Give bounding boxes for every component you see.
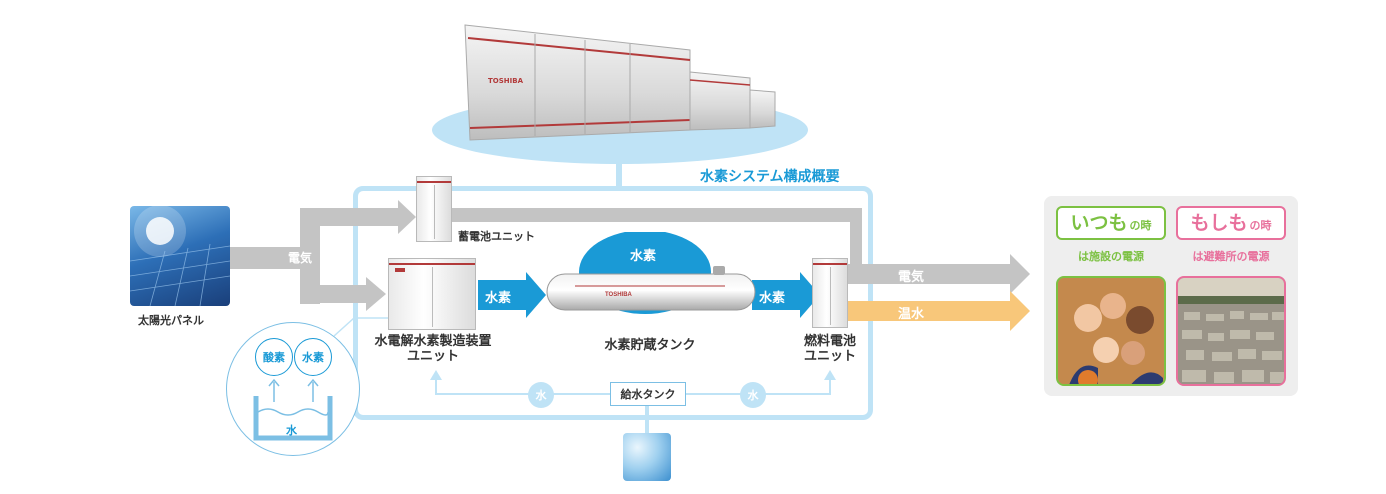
side-cabinet-2 [749, 89, 776, 129]
electrolyzer-unit [388, 258, 476, 330]
hydrogen-tank: TOSHIBA [546, 232, 756, 314]
brand-logo: TOSHIBA [488, 77, 523, 85]
label-water-tank: 給水タンク [620, 388, 676, 401]
emergency-head-main: もしも [1190, 212, 1248, 234]
label-hydrogen-1: 水素 [485, 291, 512, 306]
children-photo [1056, 276, 1166, 386]
water-tank-box: 給水タンク [610, 382, 686, 406]
label-hydrogen-bubble: 水素 [630, 249, 657, 264]
water-badge-right: 水 [740, 382, 766, 408]
normal-head: いつも の時 [1056, 206, 1166, 240]
battery-unit [416, 176, 452, 242]
arrow-hot-water-out [846, 301, 1012, 321]
inset-oxygen: 酸素 [255, 338, 293, 376]
shelter-photo [1176, 276, 1286, 386]
label-electricity-out: 電気 [898, 270, 925, 285]
normal-sub: は施設の電源 [1078, 250, 1144, 263]
inset-water: 水 [286, 424, 297, 437]
label-electricity-in: 電気 [288, 251, 313, 265]
electrolysis-inset [226, 322, 360, 456]
arrow-electricity-out [846, 264, 1012, 284]
arrow-to-battery [398, 200, 416, 234]
arrow-hydrogen-1 [478, 280, 528, 310]
arrow-splitter [300, 208, 320, 304]
emergency-head-small: の時 [1249, 219, 1272, 232]
inset-beaker [253, 378, 333, 441]
water-badge-left: 水 [528, 382, 554, 408]
arrow-solar-electricity [230, 247, 310, 269]
label-tank: 水素貯蔵タンク [604, 338, 696, 353]
label-hydrogen-2: 水素 [759, 291, 786, 306]
normal-head-main: いつも [1070, 212, 1128, 234]
water-image [623, 433, 671, 481]
connector-line [616, 160, 622, 188]
arrow-battery-line [450, 208, 862, 222]
fuel-cell-unit [812, 258, 848, 328]
label-electrolyzer: 水電解水素製造装置 ユニット [374, 334, 492, 364]
water-line-left [435, 378, 610, 395]
svg-text:TOSHIBA: TOSHIBA [605, 292, 633, 298]
solar-panel-image [130, 206, 230, 306]
emergency-sub: は避難所の電源 [1192, 250, 1270, 263]
inset-hydrogen: 水素 [294, 338, 332, 376]
label-fuel-cell: 燃料電池 ユニット [803, 334, 856, 364]
arrow-hydrogen-2 [752, 280, 802, 310]
arrow-to-electrolyzer [366, 277, 386, 311]
emergency-head: もしも の時 [1176, 206, 1286, 240]
diagram-title: 水素システム構成概要 [700, 169, 840, 185]
normal-head-small: の時 [1129, 219, 1152, 232]
label-solar-panel: 太陽光パネル [138, 314, 204, 327]
label-hot-water-out: 温水 [898, 307, 925, 322]
product-illustration: TOSHIBA [420, 10, 820, 170]
water-line-right [686, 378, 831, 395]
label-battery-unit: 蓄電池ユニット [458, 230, 535, 243]
